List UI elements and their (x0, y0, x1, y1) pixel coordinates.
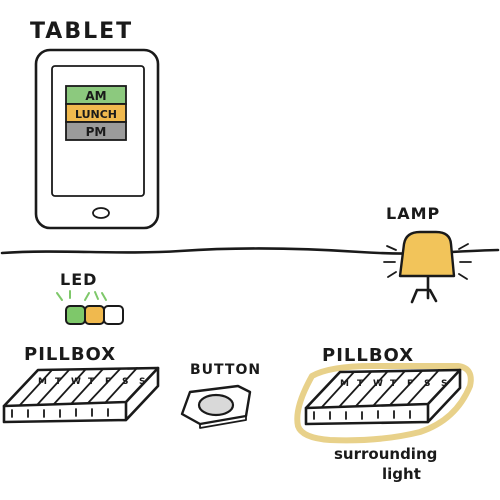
led-glow-marks (56, 290, 107, 301)
tablet-label: TABLET (30, 19, 133, 44)
lamp-base (410, 288, 438, 304)
pillbox-right-days: M T W T F S S (340, 379, 447, 389)
pillbox-right-dividers (321, 369, 440, 408)
surrounding-light-label-line1: surrounding (334, 445, 437, 463)
pillbox-left (2, 366, 160, 424)
led-label: LED (60, 270, 97, 289)
schedule-row-am-label: AM (85, 89, 106, 103)
pillbox-left-day-1: M (38, 377, 47, 387)
tablet-schedule: AM LUNCH PM (65, 85, 127, 141)
tablet-screen (51, 65, 145, 197)
led-strip (56, 290, 124, 325)
pillbox-left-compartment-marks (11, 408, 109, 418)
tablet (34, 48, 160, 230)
push-button-cap (197, 393, 235, 417)
pillbox-right-day-7: S (441, 379, 447, 389)
push-button-side (199, 415, 247, 429)
pillbox-right-label: PILLBOX (322, 345, 414, 366)
pillbox-right-day-2: T (357, 379, 364, 389)
pillbox-left-day-4: T (88, 377, 95, 387)
surrounding-light-label-line2: light (382, 465, 421, 483)
pillbox-right-day-5: F (407, 379, 413, 389)
pillbox-left-dividers (19, 367, 138, 406)
lamp-label: LAMP (386, 204, 440, 223)
pillbox-left-sides (2, 366, 160, 424)
tablet-home-button (92, 207, 110, 219)
pillbox-left-day-2: T (55, 377, 62, 387)
led-orange (84, 305, 105, 325)
led-green (65, 305, 86, 325)
pillbox-right-day-6: S (424, 379, 430, 389)
lamp-rays-left (383, 245, 397, 278)
pillbox-right-day-4: T (390, 379, 397, 389)
lamp-shade (398, 230, 456, 278)
surrounding-light-glow (294, 363, 474, 444)
pillbox-left-days: M T W T F S S (38, 377, 145, 387)
tablet-body (34, 48, 160, 230)
push-button (180, 384, 252, 429)
schedule-row-pm-label: PM (86, 125, 107, 139)
led-white (103, 305, 124, 325)
pillbox-right-sides (304, 368, 462, 426)
pillbox-right-day-1: M (340, 379, 349, 389)
pillbox-left-label: PILLBOX (24, 344, 116, 365)
schedule-row-pm (65, 121, 127, 141)
pillbox-left-day-7: S (139, 377, 145, 387)
schedule-row-lunch-label: LUNCH (75, 108, 117, 121)
pillbox-left-day-6: S (122, 377, 128, 387)
pillbox-left-day-5: F (105, 377, 111, 387)
pillbox-right-compartment-marks (313, 410, 411, 420)
button-label: BUTTON (190, 362, 261, 378)
lamp-rays-right (458, 243, 472, 280)
pillbox-right (294, 363, 474, 444)
pillbox-left-day-3: W (71, 377, 81, 387)
pillbox-right-day-3: W (373, 379, 383, 389)
lamp (383, 230, 472, 304)
